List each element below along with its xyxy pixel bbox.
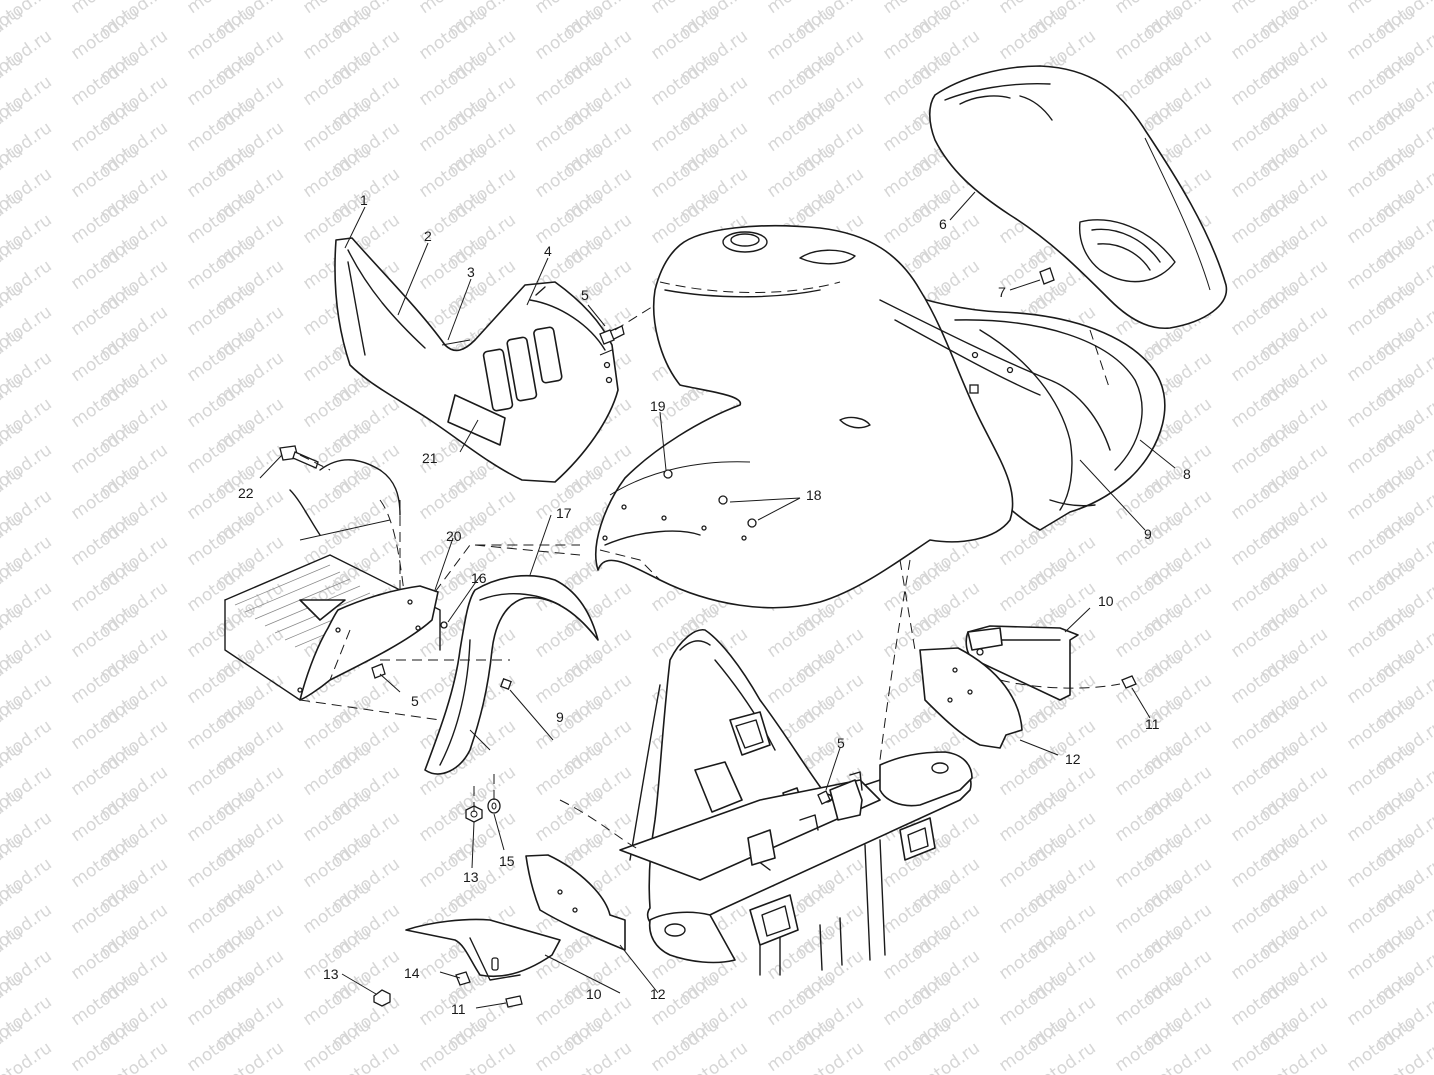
chassis-frame <box>559 629 973 976</box>
callout-7: 7 <box>998 284 1006 300</box>
callout-5b: 5 <box>411 693 419 709</box>
footrest-area <box>224 459 441 701</box>
hardware-clip-19 <box>663 469 673 479</box>
left-side-panel <box>334 237 619 483</box>
callout-5a: 5 <box>581 287 589 303</box>
hardware-washer-15 <box>487 798 501 814</box>
hardware-screw-5-frame <box>817 790 831 805</box>
hardware-screw-11b <box>505 995 523 1008</box>
rear-cover-part <box>928 65 1228 330</box>
callout-19: 19 <box>650 398 666 414</box>
callout-10b: 10 <box>586 986 602 1002</box>
callout-2: 2 <box>424 228 432 244</box>
hardware-screw-top <box>599 325 625 345</box>
callout-21: 21 <box>422 450 438 466</box>
hardware-screw-11 <box>1121 675 1137 689</box>
callout-12b: 12 <box>650 986 666 1002</box>
bracket-bottom-part-10 <box>405 918 561 981</box>
hardware-screw-5-left <box>371 663 386 679</box>
callout-18: 18 <box>806 487 822 503</box>
callout-6: 6 <box>939 216 947 232</box>
callout-13a: 13 <box>463 869 479 885</box>
callout-9a: 9 <box>1144 526 1152 542</box>
hardware-clips-18 <box>718 495 757 528</box>
callout-9b: 9 <box>556 709 564 725</box>
callout-1: 1 <box>360 192 368 208</box>
plate-right-part-12 <box>919 647 1023 749</box>
callout-17: 17 <box>556 505 572 521</box>
callout-4: 4 <box>544 243 552 259</box>
callout-16: 16 <box>471 570 487 586</box>
front-body-panel <box>595 224 1014 609</box>
callout-13b: 13 <box>323 966 339 982</box>
callout-3: 3 <box>467 264 475 280</box>
assembly-lines <box>299 304 1121 812</box>
hardware-washer-16 <box>440 621 448 629</box>
callout-12a: 12 <box>1065 751 1081 767</box>
hardware-clip-7 <box>1039 267 1055 285</box>
hardware-bolt-22 <box>279 445 319 469</box>
callout-20: 20 <box>446 528 462 544</box>
callout-8: 8 <box>1183 466 1191 482</box>
callout-14: 14 <box>404 965 420 981</box>
leader-lines <box>259 191 1176 1009</box>
hardware-bolt-14 <box>455 971 471 986</box>
callout-22: 22 <box>238 485 254 501</box>
callout-5c: 5 <box>837 735 845 751</box>
callout-11b: 11 <box>451 1001 466 1017</box>
hardware-nut-13b <box>373 989 391 1007</box>
mudguard-plate-part-20 <box>297 585 439 701</box>
fender-flare-part-17 <box>424 574 599 775</box>
callout-11a: 11 <box>1145 716 1160 732</box>
bracket-right-part-10 <box>965 625 1079 701</box>
side-panel-part-9 <box>879 299 1111 451</box>
callout-15: 15 <box>499 853 515 869</box>
plate-bottom-part-12 <box>525 854 626 951</box>
callout-labels: 1 2 3 4 5 5 5 6 7 8 9 9 10 10 11 11 12 1… <box>238 192 1191 1017</box>
callout-10a: 10 <box>1098 593 1114 609</box>
